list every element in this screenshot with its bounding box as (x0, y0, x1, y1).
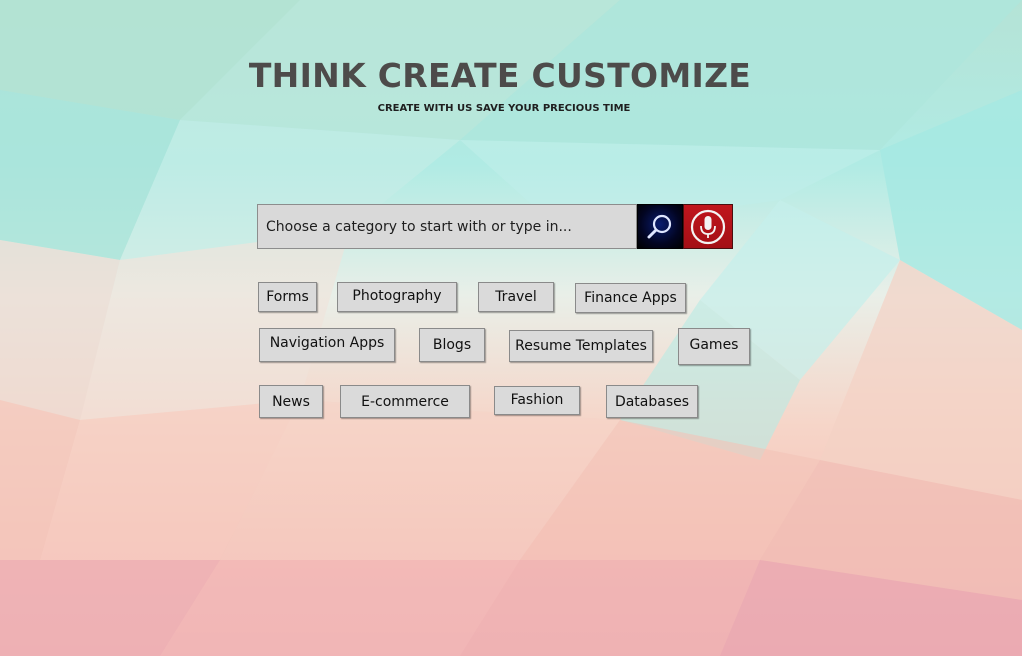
microphone-icon (690, 209, 726, 244)
search-bar (257, 204, 733, 249)
category-databases[interactable]: Databases (606, 385, 698, 418)
category-news[interactable]: News (259, 385, 323, 418)
category-blogs[interactable]: Blogs (419, 328, 485, 362)
category-fashion[interactable]: Fashion (494, 386, 580, 415)
category-resume-templates[interactable]: Resume Templates (509, 330, 653, 362)
category-forms[interactable]: Forms (258, 282, 317, 312)
magnifier-icon (647, 214, 672, 238)
search-input[interactable] (257, 204, 637, 249)
page-subtitle: CREATE WITH US SAVE YOUR PRECIOUS TIME (377, 103, 631, 114)
voice-search-button[interactable] (683, 204, 733, 249)
category-photography[interactable]: Photography (337, 282, 457, 312)
category-games[interactable]: Games (678, 328, 750, 365)
category-travel[interactable]: Travel (478, 282, 554, 312)
search-button[interactable] (637, 204, 683, 249)
category-navigation-apps[interactable]: Navigation Apps (259, 328, 395, 362)
category-e-commerce[interactable]: E-commerce (340, 385, 470, 418)
page-title: THINK CREATE CUSTOMIZE (248, 56, 752, 95)
category-finance-apps[interactable]: Finance Apps (575, 283, 686, 313)
